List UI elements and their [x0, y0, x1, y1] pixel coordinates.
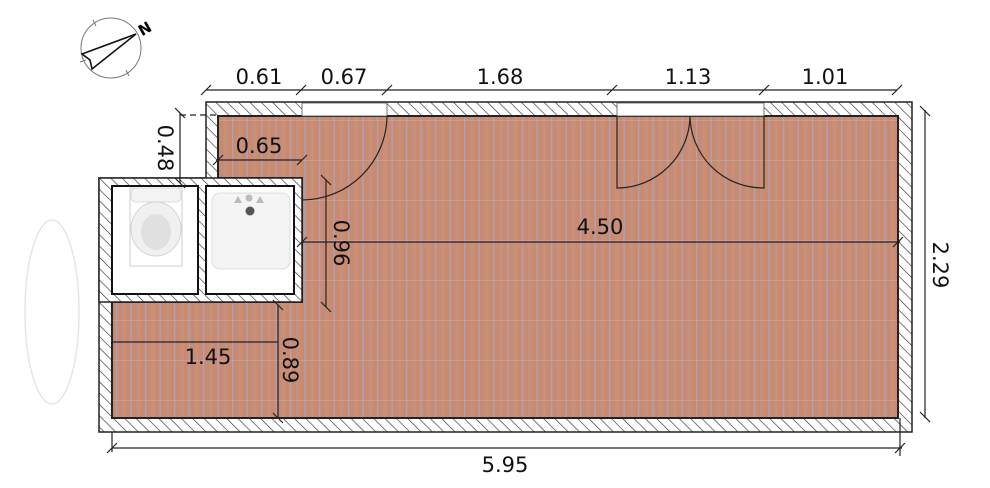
double-door-opening [616, 102, 765, 117]
ghost-ellipse [24, 219, 80, 405]
dim-wall-left-height: 0.48 [153, 125, 177, 172]
dim-top-5: 1.01 [802, 65, 849, 89]
dim-top-3: 1.68 [477, 65, 524, 89]
dimension-lines [106, 84, 931, 456]
dim-top-2: 0.67 [321, 65, 368, 89]
compass-north-icon: N [79, 17, 155, 79]
dim-top-1: 0.61 [236, 65, 283, 89]
door-opening [301, 102, 388, 117]
sink-icon [211, 192, 291, 270]
dim-overall-width: 5.95 [482, 453, 529, 477]
toilet-icon [129, 187, 183, 267]
dim-sink-room-height: 0.96 [329, 220, 353, 267]
dim-lower-left-height: 0.89 [278, 337, 302, 384]
compass-label: N [135, 18, 155, 40]
dim-overall-height: 2.29 [928, 242, 952, 289]
dim-main-room-width: 4.50 [577, 215, 624, 239]
dim-sink-room-width: 0.65 [236, 134, 283, 158]
double-door-swing [616, 115, 765, 189]
dim-lower-left-width: 1.45 [185, 345, 232, 369]
dim-top-4: 1.13 [665, 65, 712, 89]
door-swing [301, 115, 388, 201]
